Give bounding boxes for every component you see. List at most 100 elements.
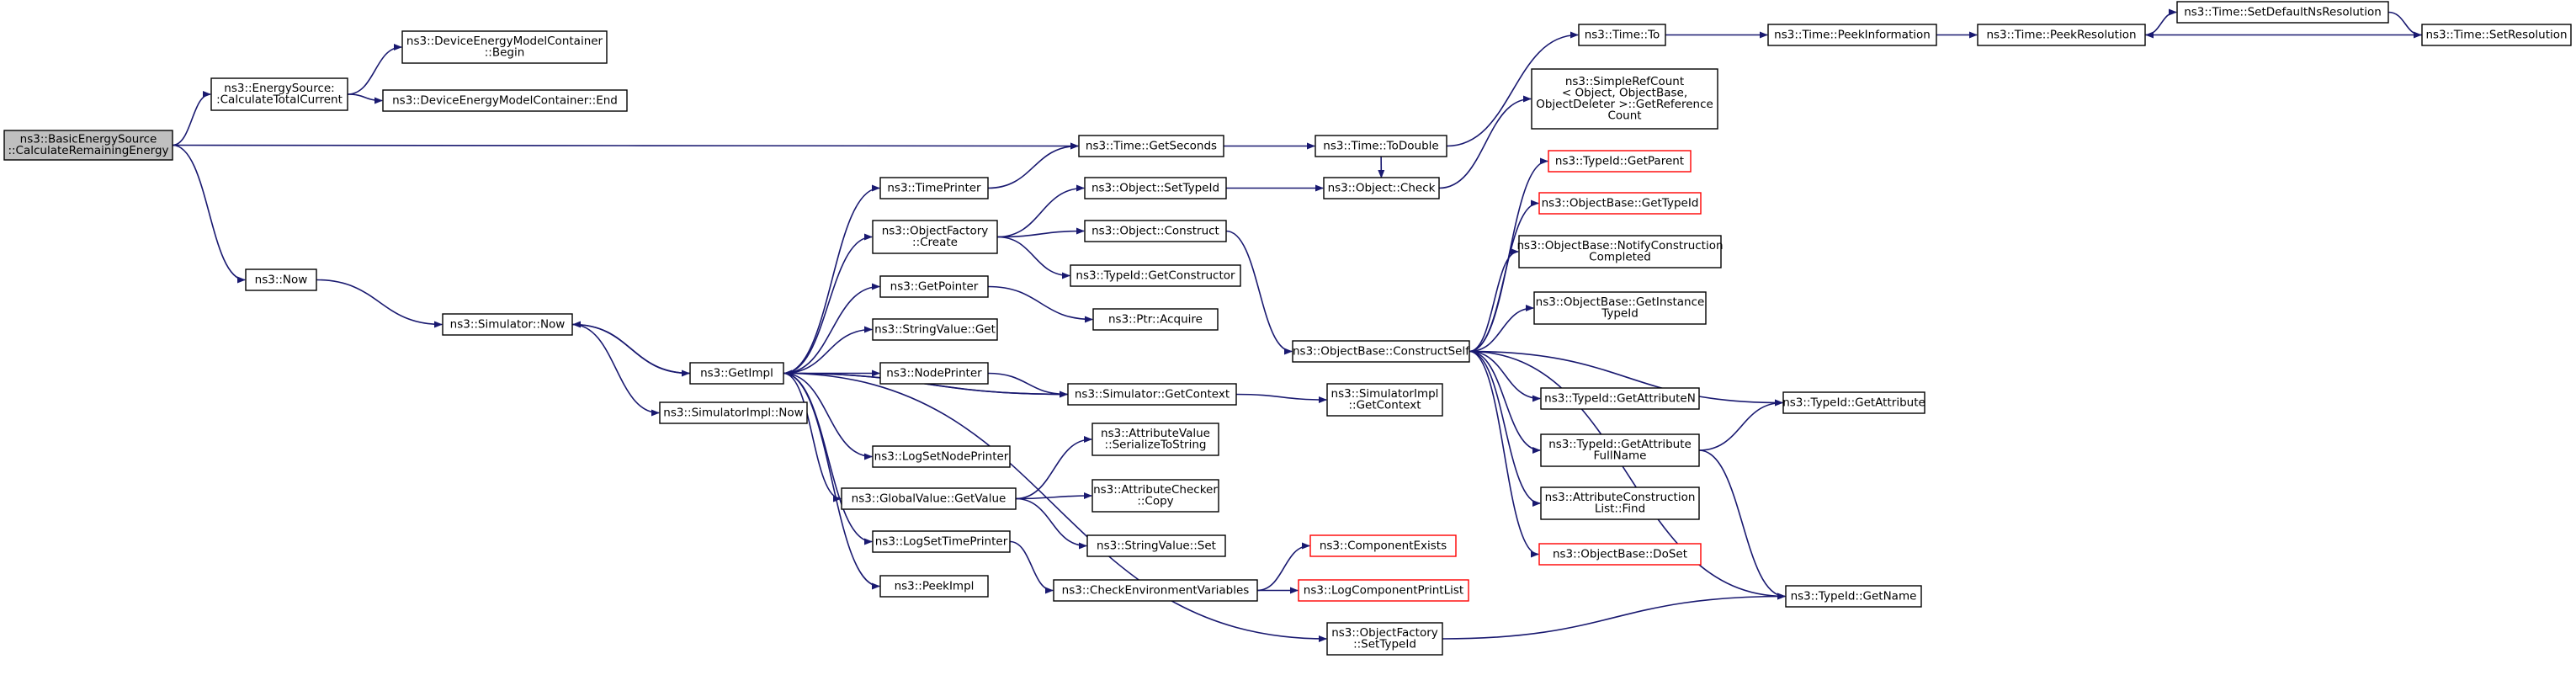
node-simimplgetcontext[interactable]: ns3::SimulatorImpl::GetContext	[1326, 383, 1443, 417]
node-getpointer[interactable]: ns3::GetPointer	[879, 275, 989, 298]
node-setdefres[interactable]: ns3::Time::SetDefaultNsResolution	[2176, 1, 2389, 24]
node-box	[1548, 150, 1692, 173]
node-box	[245, 268, 317, 291]
edge-getimpl-to-timeprinter	[783, 184, 880, 375]
node-box	[1531, 68, 1718, 130]
node-checkenv[interactable]: ns3::CheckEnvironmentVariables	[1053, 579, 1258, 602]
node-typeidgetname[interactable]: ns3::TypeId::GetName	[1785, 585, 1922, 608]
node-objfactorycreate[interactable]: ns3::ObjectFactory::Create	[872, 220, 998, 254]
edge-getimpl-to-globalvalueget	[783, 372, 842, 502]
node-simnow[interactable]: ns3::Simulator::Now	[442, 313, 573, 336]
node-label: ns3::TypeId::GetAttributeN	[1544, 391, 1696, 405]
node-timeto[interactable]: ns3::Time::To	[1578, 24, 1666, 46]
node-label: ns3::Time::ToDouble	[1323, 139, 1438, 152]
node-label: ns3::Time::PeekInformation	[1774, 28, 1931, 41]
node-label: ::SetTypeId	[1353, 638, 1416, 651]
node-label: ns3::DeviceEnergyModelContainer	[406, 35, 603, 48]
node-root[interactable]: ns3::BasicEnergySource::CalculateRemaini…	[3, 130, 173, 161]
edge-objfactorysettypeid-to-typeidgetname	[1442, 593, 1786, 640]
node-simgetcontext[interactable]: ns3::Simulator::GetContext	[1067, 383, 1237, 406]
node-timeprinter[interactable]: ns3::TimePrinter	[879, 177, 989, 199]
node-box	[2176, 1, 2389, 24]
node-getimpl[interactable]: ns3::GetImpl	[689, 362, 784, 385]
node-todouble[interactable]: ns3::Time::ToDouble	[1315, 135, 1447, 157]
node-box	[210, 77, 348, 111]
node-logsetnodeprinter[interactable]: ns3::LogSetNodePrinter	[872, 445, 1011, 468]
node-label: ns3::DeviceEnergyModelContainer::End	[392, 93, 618, 107]
node-notifyconstruction[interactable]: ns3::ObjectBase::NotifyConstructionCompl…	[1516, 235, 1724, 268]
node-box	[1091, 479, 1219, 513]
node-nodeprinter[interactable]: ns3::NodePrinter	[879, 362, 989, 385]
node-label: ns3::Time::SetResolution	[2425, 28, 2567, 41]
node-constructself[interactable]: ns3::ObjectBase::ConstructSelf	[1292, 340, 1470, 363]
node-label: ns3::Simulator::Now	[450, 317, 566, 331]
node-box	[401, 30, 608, 64]
node-stringvalueset[interactable]: ns3::StringValue::Set	[1086, 534, 1226, 557]
node-dembegin[interactable]: ns3::DeviceEnergyModelContainer::Begin	[401, 30, 608, 64]
edge-now-to-simnow	[316, 279, 443, 328]
node-label: < Object, ObjectBase,	[1562, 87, 1687, 100]
node-escalc[interactable]: ns3::EnergySource::CalculateTotalCurrent	[210, 77, 348, 111]
node-peekimpl[interactable]: ns3::PeekImpl	[879, 575, 989, 598]
node-box	[879, 275, 989, 298]
node-typeidgetctor[interactable]: ns3::TypeId::GetConstructor	[1070, 264, 1241, 287]
node-stringvalueget[interactable]: ns3::StringValue::Get	[872, 318, 998, 341]
edge-todouble-to-timeto	[1446, 31, 1579, 147]
edge-escalc-to-demend	[347, 93, 383, 104]
node-label: ns3::GetPointer	[890, 279, 979, 293]
node-label: TypeId	[1601, 307, 1639, 321]
node-getseconds[interactable]: ns3::Time::GetSeconds	[1078, 135, 1224, 157]
node-box	[1084, 177, 1227, 199]
node-label: ns3::Simulator::GetContext	[1075, 387, 1230, 401]
node-box	[872, 445, 1011, 468]
node-box	[1053, 579, 1258, 602]
node-objbasegettypeid[interactable]: ns3::ObjectBase::GetTypeId	[1538, 192, 1702, 215]
edge-logsettimeprinter-to-checkenv	[1009, 540, 1054, 594]
node-componentexists[interactable]: ns3::ComponentExists	[1309, 534, 1457, 557]
node-label: ns3::ObjectBase::DoSet	[1553, 547, 1687, 561]
node-box	[1518, 235, 1722, 268]
node-box	[1540, 433, 1700, 467]
node-typeidgetparent[interactable]: ns3::TypeId::GetParent	[1548, 150, 1692, 173]
node-attrserialize[interactable]: ns3::AttributeValue::SerializeToString	[1091, 423, 1219, 456]
node-peekres[interactable]: ns3::Time::PeekResolution	[1977, 24, 2146, 46]
node-label: ns3::LogSetNodePrinter	[874, 449, 1009, 463]
node-label: ns3::LogComponentPrintList	[1304, 583, 1463, 597]
node-logcomponentprintlist[interactable]: ns3::LogComponentPrintList	[1298, 579, 1469, 602]
node-label: ns3::ObjectBase::NotifyConstruction	[1516, 239, 1723, 252]
node-label: ns3::ObjectFactory	[1331, 626, 1438, 640]
node-objfactorysettypeid[interactable]: ns3::ObjectFactory::SetTypeId	[1326, 622, 1443, 656]
node-now[interactable]: ns3::Now	[245, 268, 317, 291]
node-peekinfo[interactable]: ns3::Time::PeekInformation	[1767, 24, 1937, 46]
node-label: ns3::Object::SetTypeId	[1091, 181, 1219, 194]
node-simplerefcount[interactable]: ns3::SimpleRefCount< Object, ObjectBase,…	[1531, 68, 1718, 130]
node-label: ns3::StringValue::Set	[1097, 539, 1216, 552]
node-label: ns3::AttributeConstruction	[1545, 491, 1696, 504]
node-setres[interactable]: ns3::Time::SetResolution	[2421, 24, 2572, 46]
node-box	[689, 362, 784, 385]
node-getattributen[interactable]: ns3::TypeId::GetAttributeN	[1540, 387, 1700, 410]
node-attrcheckercopy[interactable]: ns3::AttributeChecker::Copy	[1091, 479, 1219, 513]
edge-globalvalueget-to-attrserialize	[1015, 436, 1092, 500]
node-simimplnow[interactable]: ns3::SimulatorImpl::Now	[659, 401, 808, 424]
node-box	[879, 362, 989, 385]
edge-getimpl-to-peekimpl	[783, 372, 880, 590]
node-objsettypeid[interactable]: ns3::Object::SetTypeId	[1084, 177, 1227, 199]
node-box	[1326, 383, 1443, 417]
node-ptracquire[interactable]: ns3::Ptr::Acquire	[1092, 308, 1219, 331]
node-objbasedoset[interactable]: ns3::ObjectBase::DoSet	[1538, 543, 1702, 566]
node-label: ns3::Object::Construct	[1091, 224, 1219, 237]
node-box	[3, 130, 173, 161]
node-typeidgetattribute[interactable]: ns3::TypeId::GetAttribute	[1782, 391, 1925, 414]
node-objcheck[interactable]: ns3::Object::Check	[1323, 177, 1440, 199]
edge-objfactorycreate-to-objconstruct	[996, 227, 1085, 238]
node-logsettimeprinter[interactable]: ns3::LogSetTimePrinter	[872, 530, 1011, 553]
node-demend[interactable]: ns3::DeviceEnergyModelContainer::End	[382, 89, 628, 112]
node-globalvalueget[interactable]: ns3::GlobalValue::GetValue	[841, 487, 1017, 510]
node-objconstruct[interactable]: ns3::Object::Construct	[1084, 220, 1227, 242]
node-label: ns3::ComponentExists	[1320, 539, 1447, 552]
